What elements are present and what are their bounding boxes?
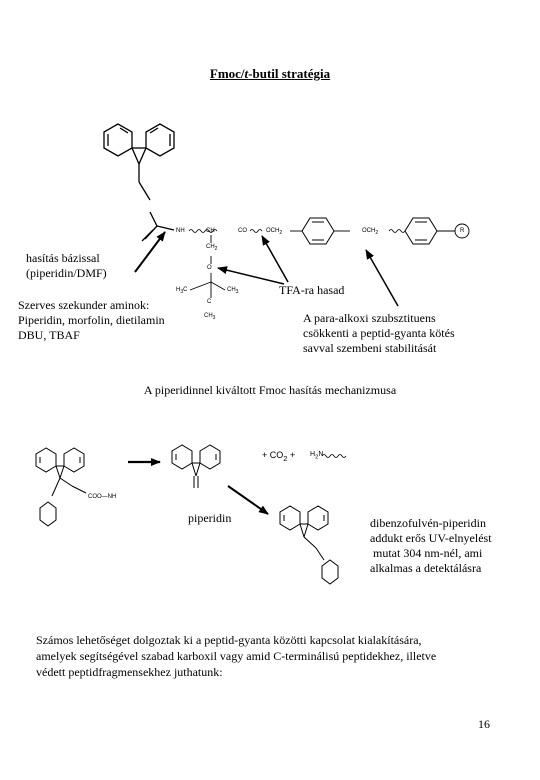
label-ch2: CH2 [206, 244, 218, 253]
label-o: O [207, 265, 212, 271]
label-och2-1: OCH2 [266, 228, 283, 237]
label-ch3-2: CH3 [204, 313, 216, 322]
label-nh: NH [176, 228, 185, 234]
page-number: 16 [478, 717, 490, 731]
arrow-base-cleavage [134, 231, 166, 273]
wavy-bond-amine [321, 454, 347, 458]
mechanism-title: A piperidinnel kiváltott Fmoc hasítás me… [143, 383, 397, 397]
fmoc-carbamate-chain [138, 164, 175, 242]
arrow-tfa-2 [217, 266, 285, 285]
mechanism-piperidine [39, 501, 57, 527]
label-ch: CH [206, 228, 215, 234]
label-resin: R [460, 228, 465, 234]
label-c: C [207, 299, 212, 305]
label-och2-2: OCH2 [362, 228, 379, 237]
secondary-amines-label: Szerves szekunder aminok: Piperidin, mor… [18, 298, 165, 342]
page-title: Fmoc/t-butil stratégia [209, 66, 331, 81]
label-ch3-1: CH3 [227, 287, 239, 296]
linker-benzene-ring [301, 217, 335, 245]
label-co: CO [238, 228, 247, 234]
label-coo-nh: COO—NH [88, 494, 117, 500]
dibenzofulvene [171, 444, 221, 488]
arrow-para [365, 249, 399, 307]
body-paragraph: Számos lehetőséget dolgoztak ki a peptid… [36, 633, 437, 679]
arrow-tfa-1 [261, 235, 289, 283]
dbf-piperidine-adduct [279, 505, 339, 585]
label-h3c: H3C [176, 287, 188, 296]
wavy-bond-2 [249, 229, 263, 233]
piperidin-label: piperidin [188, 511, 232, 525]
para-alkoxy-label: A para-alkoxi szubsztituens csökkenti a … [303, 311, 455, 355]
base-cleavage-label: hasítás bázissal (piperidin/DMF) [26, 251, 107, 280]
label-h2n: H2N [310, 451, 324, 461]
resin-benzene-ring [404, 217, 438, 245]
wavy-bond-1 [188, 229, 218, 233]
tfa-label: TFA-ra hasad [279, 283, 345, 297]
mechanism-fmoc [35, 447, 87, 497]
label-co2: + CO2 + [262, 450, 296, 463]
wavy-bond-3 [388, 229, 406, 233]
dbf-adduct-label: dibenzofulvén-piperidin addukt erős UV-e… [370, 516, 492, 575]
fmoc-fluorenyl-group [103, 123, 175, 165]
resin-bead [454, 223, 470, 239]
mechanism-arrow-2 [227, 485, 269, 515]
